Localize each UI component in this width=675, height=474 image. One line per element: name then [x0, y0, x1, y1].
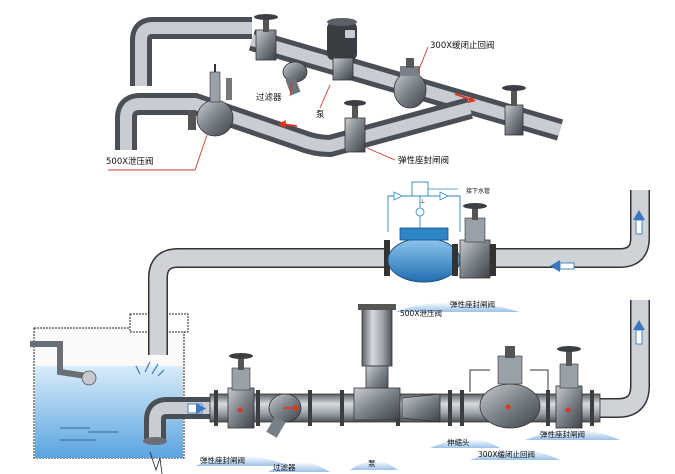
bottom-check-valve: ◆ [469, 346, 549, 429]
label-top-pressure-relief: 500X泄压阀 [106, 156, 154, 167]
return-pipe [148, 190, 650, 355]
top-pump [327, 18, 357, 81]
label-bottom-pump: 泵 [368, 459, 376, 468]
top-lower-pipe [115, 93, 473, 158]
flow-arrow-riser-lower [633, 320, 645, 345]
label-top-gate-valve: 弹性座封闸阀 [398, 155, 449, 166]
label-drain: 接下水管 [466, 187, 490, 195]
discharge-riser [598, 300, 650, 418]
top-gate-valve-upper [254, 14, 278, 61]
valve-mark-icon: ◆ [505, 402, 512, 411]
valve-mark-icon: ◆ [237, 405, 244, 414]
bottom-pump [353, 304, 401, 421]
top-pressure-relief-valve [188, 64, 234, 137]
label-bottom-pressure-relief: 500X泄压阀 [400, 308, 442, 318]
top-flow-arrow-right [454, 93, 476, 103]
top-gate-valve-lower [344, 100, 366, 153]
label-bottom-gate-valve-left: 弹性座封闸阀 [200, 455, 245, 465]
flow-arrow-riser-upper [633, 210, 645, 235]
top-gate-valve-right [502, 85, 526, 136]
bottom-schematic: ◆ [30, 181, 650, 474]
label-top-check-valve: 300X缓闭止回阀 [430, 40, 495, 51]
pilot-mark-icon: ⊥ [420, 198, 425, 205]
flow-arrow-inlet [187, 403, 206, 414]
expansion-joint [401, 393, 441, 423]
label-cloud [195, 302, 620, 472]
top-3d-diagram: 300X缓闭止回阀 过滤器 泵 500X泄压阀 弹性座封闸阀 [106, 14, 564, 171]
bottom-filter [266, 393, 302, 438]
label-bottom-gate-valve-top: 弹性座封闸阀 [450, 299, 495, 309]
label-bottom-gate-valve-right: 弹性座封闸阀 [540, 429, 585, 439]
top-leaders [108, 46, 429, 171]
label-bottom-joint: 伸缩头 [447, 437, 470, 447]
left-gate-valve: ◆ [227, 353, 255, 429]
water-tank [30, 313, 212, 474]
label-top-pump: 泵 [316, 110, 325, 120]
top-relief-assembly: ⊥ [384, 181, 496, 283]
label-bottom-filter: 过滤器 [273, 462, 296, 472]
top-check-valve [393, 58, 427, 109]
flow-arrow-top-return [550, 260, 575, 272]
right-gate-valve: ◆ [555, 346, 583, 429]
label-top-filter: 过滤器 [256, 92, 282, 103]
top-flow-arrow-left [278, 120, 298, 128]
top-filter [282, 61, 308, 96]
valve-mark-icon: ◆ [565, 405, 572, 414]
label-bottom-check-valve: 300X缓闭止回阀 [478, 449, 535, 459]
